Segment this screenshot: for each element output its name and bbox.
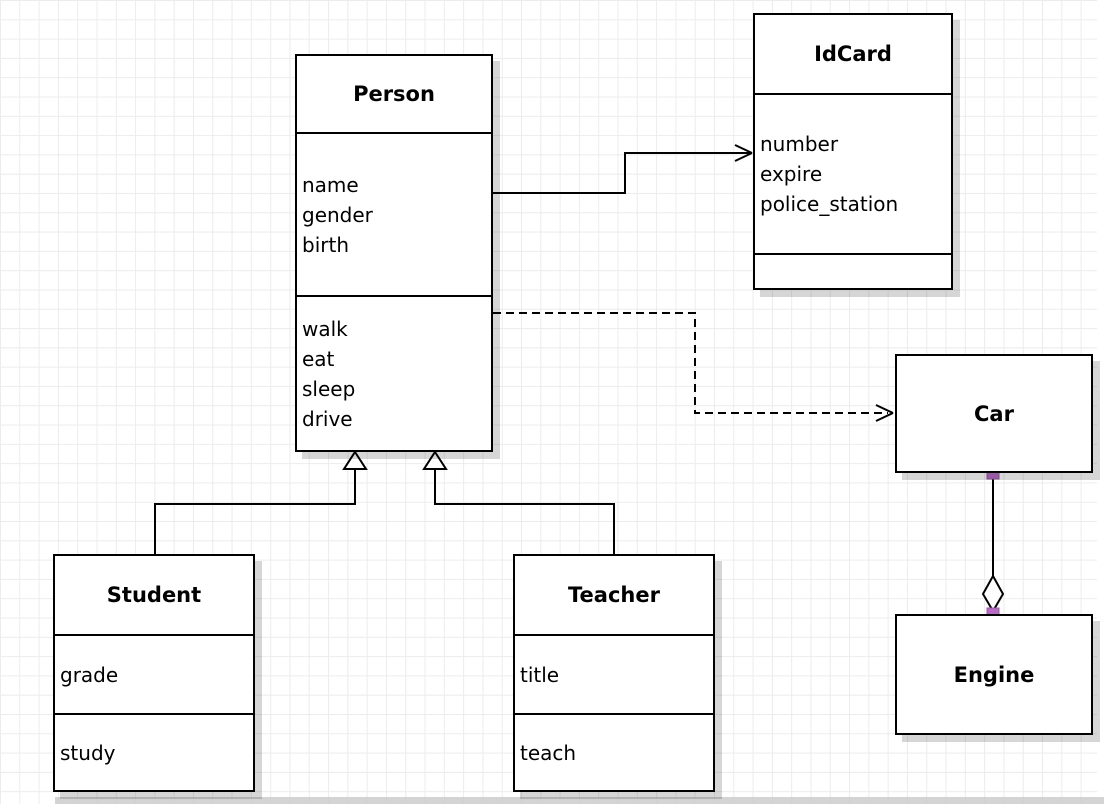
class-title: Student bbox=[55, 556, 253, 636]
methods-compartment bbox=[755, 255, 951, 288]
attribute: birth bbox=[302, 232, 349, 257]
canvas-bottom-shadow bbox=[55, 797, 1104, 804]
method: eat bbox=[302, 346, 335, 371]
class-car[interactable]: Car bbox=[895, 354, 1093, 473]
attribute: title bbox=[520, 662, 560, 687]
dependency-person-car[interactable] bbox=[493, 312, 894, 422]
methods-compartment: walk eat sleep drive bbox=[297, 297, 491, 450]
methods-compartment: study bbox=[55, 715, 253, 790]
generalization-teacher-person[interactable] bbox=[422, 450, 615, 554]
attribute: grade bbox=[60, 662, 119, 687]
hollow-triangle-icon bbox=[342, 450, 368, 470]
aggregation-car-engine[interactable] bbox=[981, 466, 1005, 621]
class-title: Car bbox=[974, 401, 1014, 426]
attribute: expire bbox=[760, 162, 823, 186]
attributes-compartment: number expire police_station bbox=[755, 95, 951, 255]
attributes-compartment: grade bbox=[55, 636, 253, 715]
attribute: number bbox=[760, 132, 839, 156]
methods-compartment: teach bbox=[515, 715, 713, 790]
class-title: IdCard bbox=[755, 15, 951, 95]
attribute: name bbox=[302, 172, 359, 197]
method: teach bbox=[520, 740, 577, 765]
class-title: Person bbox=[297, 56, 491, 134]
method: sleep bbox=[302, 376, 356, 401]
attributes-compartment: name gender birth bbox=[297, 134, 491, 297]
method: study bbox=[60, 740, 116, 765]
hollow-diamond-icon bbox=[981, 573, 1005, 613]
attribute: gender bbox=[302, 202, 373, 227]
method: drive bbox=[302, 406, 353, 431]
class-teacher[interactable]: Teacher title teach bbox=[513, 554, 715, 792]
class-engine[interactable]: Engine bbox=[895, 614, 1093, 735]
class-student[interactable]: Student grade study bbox=[53, 554, 255, 792]
attributes-compartment: title bbox=[515, 636, 713, 715]
class-title: Teacher bbox=[515, 556, 713, 636]
open-arrowhead-icon bbox=[734, 144, 753, 162]
class-title: Engine bbox=[953, 662, 1035, 687]
hollow-triangle-icon bbox=[422, 450, 448, 470]
class-idcard[interactable]: IdCard number expire police_station bbox=[753, 13, 953, 290]
association-person-idcard[interactable] bbox=[493, 144, 753, 194]
class-person[interactable]: Person name gender birth walk eat sleep … bbox=[295, 54, 493, 452]
generalization-student-person[interactable] bbox=[154, 450, 368, 554]
attribute: police_station bbox=[760, 192, 899, 216]
method: walk bbox=[302, 316, 348, 341]
open-arrowhead-icon bbox=[875, 404, 894, 422]
